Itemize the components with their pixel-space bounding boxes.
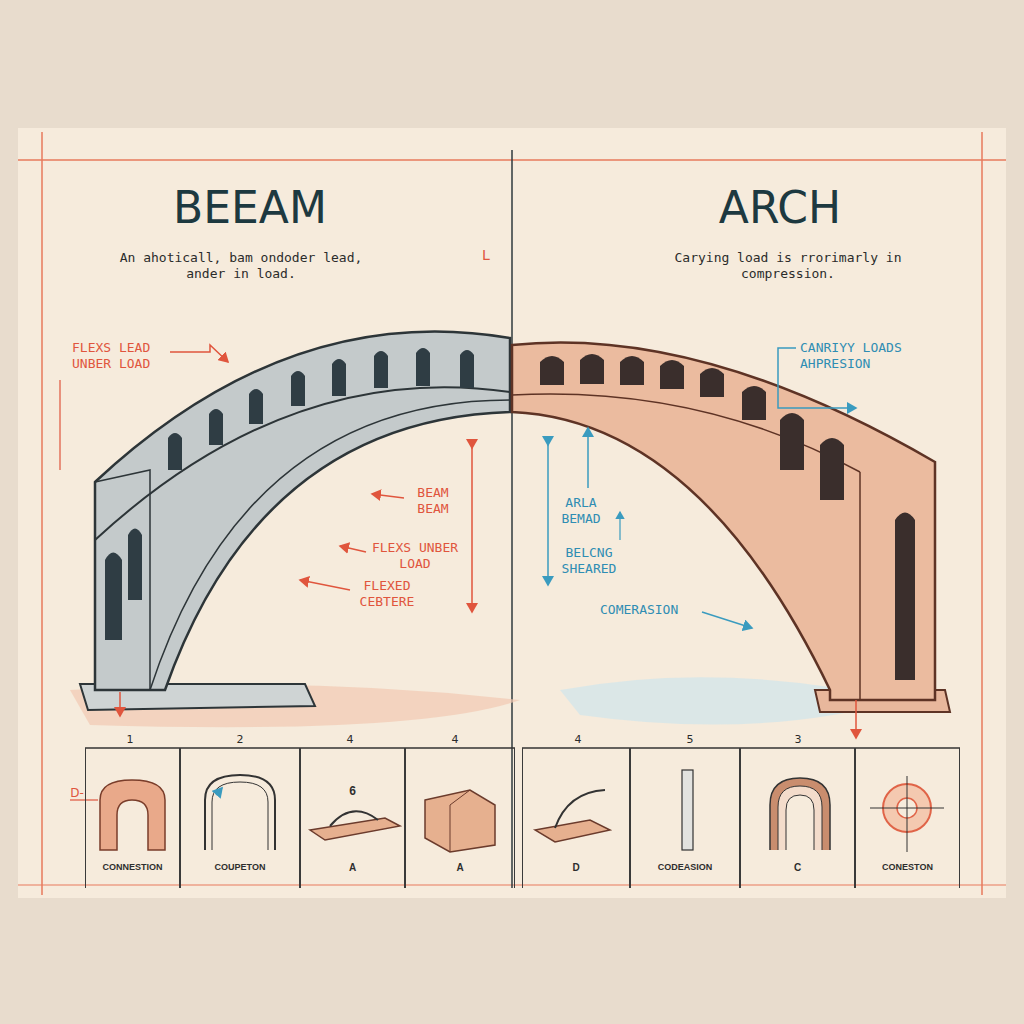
window [700, 368, 724, 397]
callout-label: FLEXED CEBTERE [352, 578, 422, 609]
arch-outline-icon [205, 775, 275, 850]
strip-cell: A [405, 748, 515, 888]
cell-label: A [301, 862, 404, 874]
panel-title: ARCH [660, 182, 900, 235]
callout-label: COMERASION [600, 602, 700, 618]
callout-number: 4 [340, 733, 360, 746]
beam-bridge [95, 331, 510, 690]
callout-label: CANRIYY LOADS AHPRESION [800, 340, 920, 371]
callout-label: BELCNG SHEARED [554, 545, 624, 576]
callout-number: 5 [680, 733, 700, 746]
beam-icon-arch [330, 811, 378, 826]
block-icon [425, 790, 495, 852]
cell-label: C [741, 862, 854, 874]
window [780, 413, 804, 470]
pier-window [895, 513, 915, 681]
target-crosshair [907, 776, 908, 852]
callout-label: FLEXS LEAD UNBER LOAD [72, 340, 167, 371]
window [291, 371, 305, 406]
block-icon-edge [450, 790, 470, 852]
leader-line [170, 345, 228, 362]
leader-line [59, 380, 60, 470]
arch-bridge [512, 342, 935, 700]
subtitle: An ahoticall, bam ondoder lead, ander in… [112, 250, 370, 281]
callout-number: 4 [445, 733, 465, 746]
pier-window [105, 553, 122, 641]
cell-label: CONNESTION [86, 862, 179, 873]
window-row [540, 354, 915, 680]
arch-icon [100, 780, 165, 850]
strip-cell: 6A [300, 748, 405, 888]
window [820, 438, 844, 500]
callout-label: BEAM BEAM [408, 485, 458, 516]
arch-layers-icon [786, 795, 814, 850]
strip-cell: COUPETON [180, 748, 300, 888]
cell-label: A [406, 862, 514, 874]
window [620, 356, 644, 385]
callout-number: 4 [568, 733, 588, 746]
pier-edge [859, 472, 861, 700]
arch-rib [150, 400, 510, 690]
leader-line [300, 580, 350, 590]
cell-label: CONESTON [856, 862, 959, 873]
pier-window [128, 529, 142, 601]
arch-outline-icon [212, 782, 268, 850]
small-arrow [216, 788, 222, 795]
window [460, 350, 474, 388]
subtitle: Carying load is rrorimarly in compressio… [666, 250, 910, 281]
cell-label: 6 [301, 784, 404, 798]
arch-layers-icon [770, 778, 830, 850]
window [332, 359, 346, 396]
marker-letter: L [478, 247, 494, 264]
ramp-icon [535, 820, 610, 842]
leader-line [587, 428, 589, 488]
callout-number: 2 [230, 733, 250, 746]
window [374, 351, 388, 388]
divider [511, 150, 513, 888]
tick-arrow [855, 700, 857, 738]
window-row [105, 348, 474, 640]
panel-title: BEEAM [130, 182, 370, 235]
card [18, 128, 1006, 898]
pier-edge [95, 470, 150, 690]
dimension-arrow [547, 445, 549, 585]
leader-line [702, 612, 752, 628]
leader-line [340, 546, 366, 552]
marker-letter: D- [64, 786, 90, 800]
cell-label: CODEASION [631, 862, 739, 873]
window [249, 389, 263, 424]
deck-line [95, 387, 510, 540]
dimension-arrow [471, 448, 473, 612]
arch-layers-icon [778, 786, 822, 850]
window [580, 354, 604, 384]
strip-cell: CONESTON [855, 748, 960, 888]
strip-cell: CONNESTION [85, 748, 180, 888]
callout-label: ARLA BEMAD [556, 495, 606, 526]
leader-line [372, 494, 404, 498]
window [540, 356, 564, 385]
tick-arrow [119, 692, 121, 716]
frame-line [981, 132, 983, 895]
window [209, 409, 223, 445]
strip-cell: D [522, 748, 630, 888]
callout-number: 3 [788, 733, 808, 746]
strip-cell: C [740, 748, 855, 888]
ramp-icon-arch [555, 790, 605, 828]
callout-number: 1 [120, 733, 140, 746]
window [416, 348, 430, 386]
deck-line [512, 394, 860, 472]
frame-line [41, 132, 43, 895]
beam-icon [310, 818, 400, 840]
post-icon [682, 770, 693, 850]
window [168, 433, 182, 470]
cell-label: COUPETON [181, 862, 299, 873]
leader-line [619, 512, 620, 540]
cell-label: D [523, 862, 629, 874]
callout-label: FLEXS UNBER LOAD [370, 540, 460, 571]
window [742, 386, 766, 420]
strip-cell: CODEASION [630, 748, 740, 888]
window [660, 360, 684, 389]
